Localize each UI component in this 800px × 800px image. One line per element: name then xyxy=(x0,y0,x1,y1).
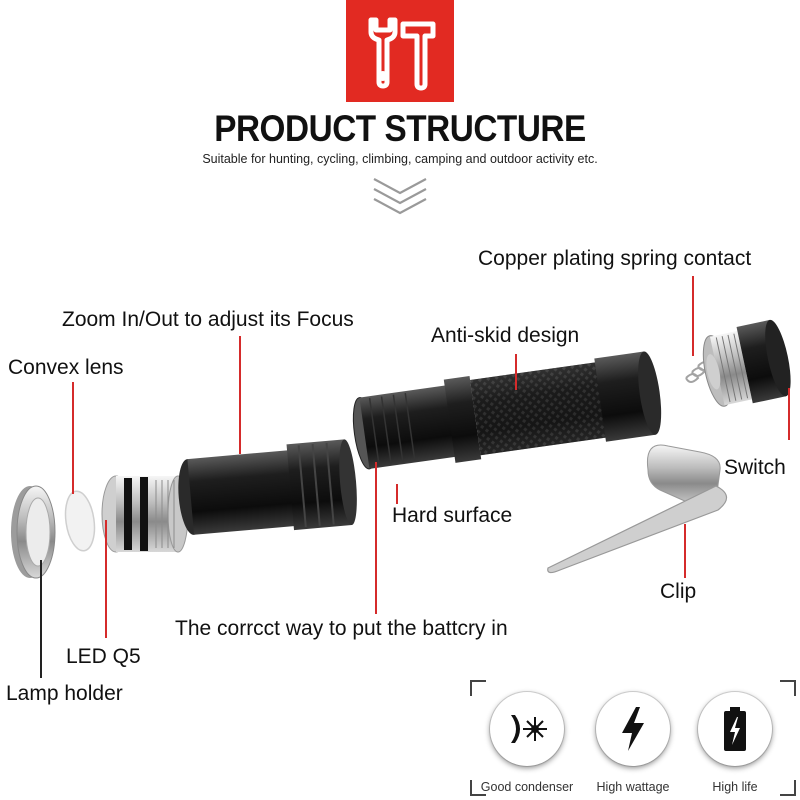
label-convex-lens: Convex lens xyxy=(8,356,124,379)
label-battery: The corrcct way to put the battcry in xyxy=(175,617,508,640)
battery-tube-part xyxy=(352,351,662,470)
label-anti-skid: Anti-skid design xyxy=(431,324,580,347)
feature-panel: Good condenser High wattage High life xyxy=(462,676,800,800)
frame-corner xyxy=(780,780,796,796)
lightning-bolt-icon xyxy=(622,707,644,751)
label-hard-surface: Hard surface xyxy=(392,504,513,527)
header-badge xyxy=(346,0,454,102)
leader-lines xyxy=(40,276,790,678)
feature-high-life: High life xyxy=(680,692,790,794)
convex-lens-part xyxy=(64,490,96,552)
tail-cap-part xyxy=(702,319,791,407)
feature-icon-circle xyxy=(698,692,772,766)
frame-corner xyxy=(470,780,486,796)
feature-label: High wattage xyxy=(596,780,670,794)
zoom-head-part xyxy=(178,439,357,535)
chevron-down-icon xyxy=(373,178,427,215)
feature-label: Good condenser xyxy=(480,780,574,794)
battery-icon xyxy=(724,707,746,751)
label-copper-spring: Copper plating spring contact xyxy=(478,247,752,270)
page-title: PRODUCT STRUCTURE xyxy=(214,108,586,149)
feature-good-condenser: Good condenser xyxy=(472,692,582,794)
label-led: LED Q5 xyxy=(66,645,141,668)
clip-part xyxy=(547,444,728,574)
frame-corner xyxy=(780,680,796,696)
label-zoom: Zoom In/Out to adjust its Focus xyxy=(62,308,354,331)
frame-corner xyxy=(470,680,486,696)
feature-icon-circle xyxy=(596,692,670,766)
page-subtitle: Suitable for hunting, cycling, climbing,… xyxy=(202,152,598,166)
label-lamp-holder: Lamp holder xyxy=(6,682,123,705)
feature-high-wattage: High wattage xyxy=(578,692,688,794)
label-switch: Switch xyxy=(724,456,786,479)
condenser-icon xyxy=(511,715,547,743)
label-clip: Clip xyxy=(660,580,697,603)
lamp-holder-part xyxy=(11,485,56,579)
feature-icon-circle xyxy=(490,692,564,766)
led-holder-part xyxy=(101,475,189,553)
wrench-hammer-icon xyxy=(368,17,436,91)
feature-label: High life xyxy=(712,780,758,794)
